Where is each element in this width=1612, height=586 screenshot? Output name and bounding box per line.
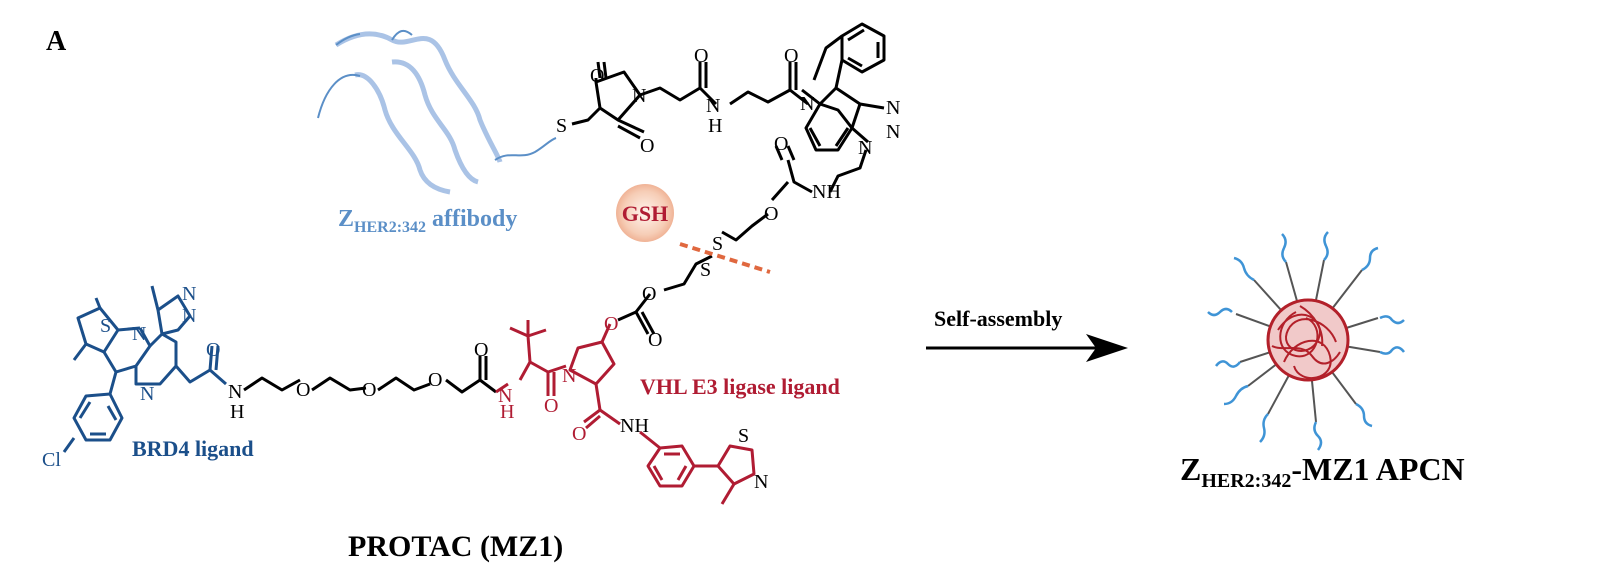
svg-text:O: O: [544, 395, 558, 417]
nanoparticle-strands: [1207, 231, 1405, 451]
affibody-strand-1: [334, 31, 503, 163]
triazole-atoms: N N N S O O N O N H O N NH: [556, 45, 900, 203]
arrow-label: Self-assembly: [934, 306, 1062, 331]
affibody-label: ZHER2:342 affibody: [338, 206, 517, 236]
panel-label: A: [46, 26, 67, 57]
svg-text:H: H: [500, 401, 514, 423]
svg-text:S: S: [100, 315, 111, 337]
svg-text:N: N: [140, 383, 154, 405]
svg-text:S: S: [700, 259, 711, 281]
svg-text:O: O: [572, 423, 586, 445]
apcn-nanoparticle: [1207, 231, 1405, 451]
svg-text:S: S: [556, 115, 567, 137]
product-label: ZHER2:342-MZ1 APCN: [1180, 451, 1465, 492]
svg-text:S: S: [712, 233, 723, 255]
svg-text:NH: NH: [812, 181, 841, 203]
svg-text:O: O: [590, 65, 604, 87]
self-assembly-arrow-head: [1086, 334, 1128, 362]
affibody-tail-3: [391, 29, 413, 41]
svg-text:N: N: [754, 471, 768, 493]
affibody-strand-3: [354, 72, 451, 195]
svg-text:O: O: [640, 135, 654, 157]
svg-text:N: N: [800, 93, 814, 115]
svg-text:O: O: [694, 45, 708, 67]
svg-text:O: O: [604, 313, 618, 335]
affibody-strand-2: [391, 59, 479, 185]
vhl-label: VHL E3 ligase ligand: [640, 374, 840, 399]
disulfide-atoms: O O S S O O: [642, 133, 788, 351]
nanoparticle-tangle: [1271, 305, 1341, 380]
affibody-tail-1: [335, 33, 361, 46]
svg-text:Cl: Cl: [42, 449, 61, 471]
svg-text:O: O: [642, 283, 656, 305]
svg-text:N: N: [498, 385, 512, 407]
affibody-label-sub: HER2:342: [354, 219, 426, 236]
gsh-circle: [616, 184, 674, 242]
protac-label: PROTAC (MZ1): [348, 530, 563, 563]
svg-text:N: N: [886, 97, 900, 119]
svg-text:O: O: [774, 133, 788, 155]
svg-text:N: N: [858, 137, 872, 159]
maleimide-dbco-linker: [571, 22, 886, 193]
vhl-atoms: N H O N O O: [498, 313, 618, 445]
svg-text:N: N: [886, 121, 900, 143]
product-label-sub: HER2:342: [1201, 470, 1291, 492]
affibody-strands: [317, 29, 557, 195]
brd4-label: BRD4 ligand: [132, 436, 254, 461]
svg-text:S: S: [738, 425, 749, 447]
svg-text:O: O: [784, 45, 798, 67]
svg-text:O: O: [474, 339, 488, 361]
gsh-label: GSH: [622, 201, 668, 226]
product-label-rest: -MZ1 APCN: [1291, 451, 1464, 487]
svg-text:N: N: [132, 323, 146, 345]
svg-text:N: N: [706, 95, 720, 117]
svg-text:N: N: [562, 365, 576, 387]
svg-text:H: H: [708, 115, 722, 137]
cleavage-line: [679, 242, 771, 274]
brd4-ligand: [62, 285, 227, 453]
disulfide-linker: [617, 145, 813, 335]
vhl-black-atoms: NH S N: [620, 415, 768, 493]
svg-text:O: O: [362, 379, 376, 401]
svg-text:N: N: [182, 283, 196, 305]
svg-text:O: O: [206, 339, 220, 361]
svg-text:O: O: [296, 379, 310, 401]
svg-text:O: O: [428, 369, 442, 391]
brd4-atoms: S N N N N O Cl: [42, 283, 220, 471]
svg-text:N: N: [632, 85, 646, 107]
peg-atoms: N H O O O O: [228, 339, 488, 423]
peg-linker: [243, 356, 497, 394]
affibody-linker: [494, 137, 557, 161]
svg-text:NH: NH: [620, 415, 649, 437]
svg-text:O: O: [764, 203, 778, 225]
affibody-tail-2: [317, 73, 361, 119]
svg-text:N: N: [228, 381, 242, 403]
affibody-label-rest: affibody: [426, 206, 517, 232]
svg-text:O: O: [648, 329, 662, 351]
svg-text:N: N: [182, 305, 196, 327]
svg-text:H: H: [230, 401, 244, 423]
vhl-ligand: [495, 320, 756, 505]
